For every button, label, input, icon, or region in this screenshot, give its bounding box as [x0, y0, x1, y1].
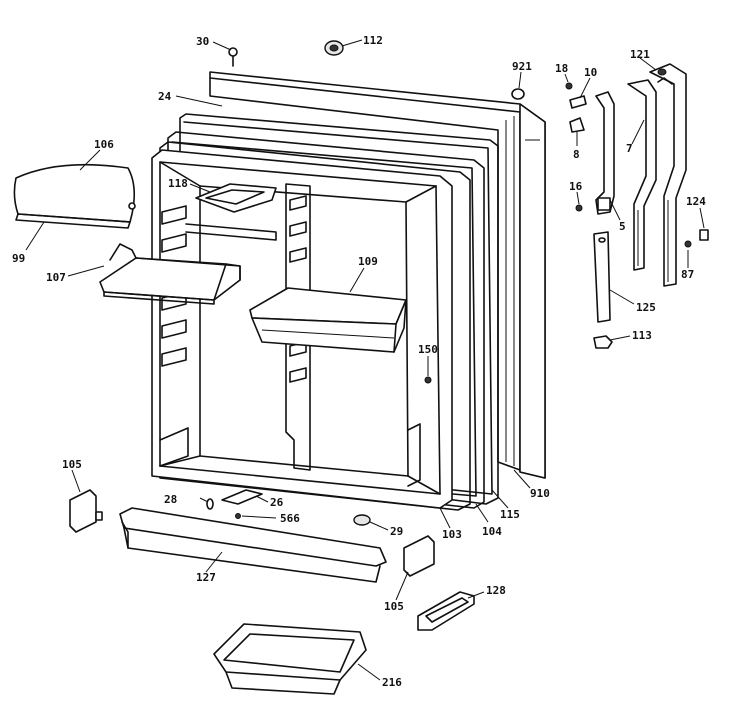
label-26: 26	[270, 496, 284, 509]
label-30: 30	[196, 35, 209, 48]
cap-113	[593, 335, 613, 349]
screw-28	[206, 498, 214, 510]
bottom-bin-216	[213, 623, 367, 695]
hinge-cover-105-right	[403, 535, 435, 577]
label-109: 109	[358, 255, 378, 268]
bracket-10	[569, 95, 587, 109]
label-124: 124	[686, 195, 706, 208]
label-150: 150	[418, 343, 438, 356]
plug-921	[511, 88, 525, 100]
leader-lines	[25, 39, 705, 681]
label-115: 115	[500, 508, 520, 521]
label-107: 107	[46, 271, 66, 284]
label-566: 566	[280, 512, 300, 525]
label-921: 921	[512, 60, 532, 73]
door-stop-128	[417, 591, 475, 631]
label-128: 128	[486, 584, 506, 597]
hinge-bracket-5	[595, 91, 615, 215]
door-shelf-107	[99, 243, 241, 305]
screw-18	[565, 82, 573, 90]
cap-124	[699, 229, 709, 241]
label-125: 125	[636, 301, 656, 314]
screw-87	[684, 240, 692, 248]
label-7: 7	[626, 142, 633, 155]
door-bin-109	[249, 287, 407, 353]
label-29: 29	[390, 525, 403, 538]
label-28: 28	[164, 493, 177, 506]
label-10: 10	[584, 66, 597, 79]
fastener-30	[228, 47, 238, 67]
label-216: 216	[382, 676, 402, 689]
callout-labels: 30 112 921 18 10 121 24 106 99 118 8 7 1…	[12, 34, 706, 689]
label-18: 18	[555, 62, 568, 75]
hinge-cover-105-left	[69, 489, 103, 533]
label-24: 24	[158, 90, 172, 103]
label-8: 8	[573, 148, 580, 161]
butter-tray-118	[195, 183, 277, 213]
door-handle-121	[649, 63, 687, 287]
label-5: 5	[619, 220, 626, 233]
plug-29	[353, 514, 371, 526]
label-121: 121	[630, 48, 650, 61]
label-104: 104	[482, 525, 502, 538]
label-127: 127	[196, 571, 216, 584]
label-16: 16	[569, 180, 583, 193]
label-105-right: 105	[384, 600, 404, 613]
bottom-trim-127	[119, 507, 387, 583]
label-105-left: 105	[62, 458, 82, 471]
label-99: 99	[12, 252, 25, 265]
screw-16	[575, 204, 583, 212]
dairy-door-106	[13, 163, 136, 229]
trim-strip-125	[593, 231, 611, 323]
label-118: 118	[168, 177, 188, 190]
screw-150	[424, 376, 432, 384]
label-113: 113	[632, 329, 652, 342]
label-87: 87	[681, 268, 694, 281]
clip-8	[569, 117, 585, 133]
label-103: 103	[442, 528, 462, 541]
plug-112	[324, 40, 344, 56]
label-106: 106	[94, 138, 114, 151]
door-handle-7	[627, 79, 657, 271]
plate-26	[221, 489, 263, 505]
label-910: 910	[530, 487, 550, 500]
screw-566	[235, 513, 241, 519]
label-112: 112	[363, 34, 383, 47]
